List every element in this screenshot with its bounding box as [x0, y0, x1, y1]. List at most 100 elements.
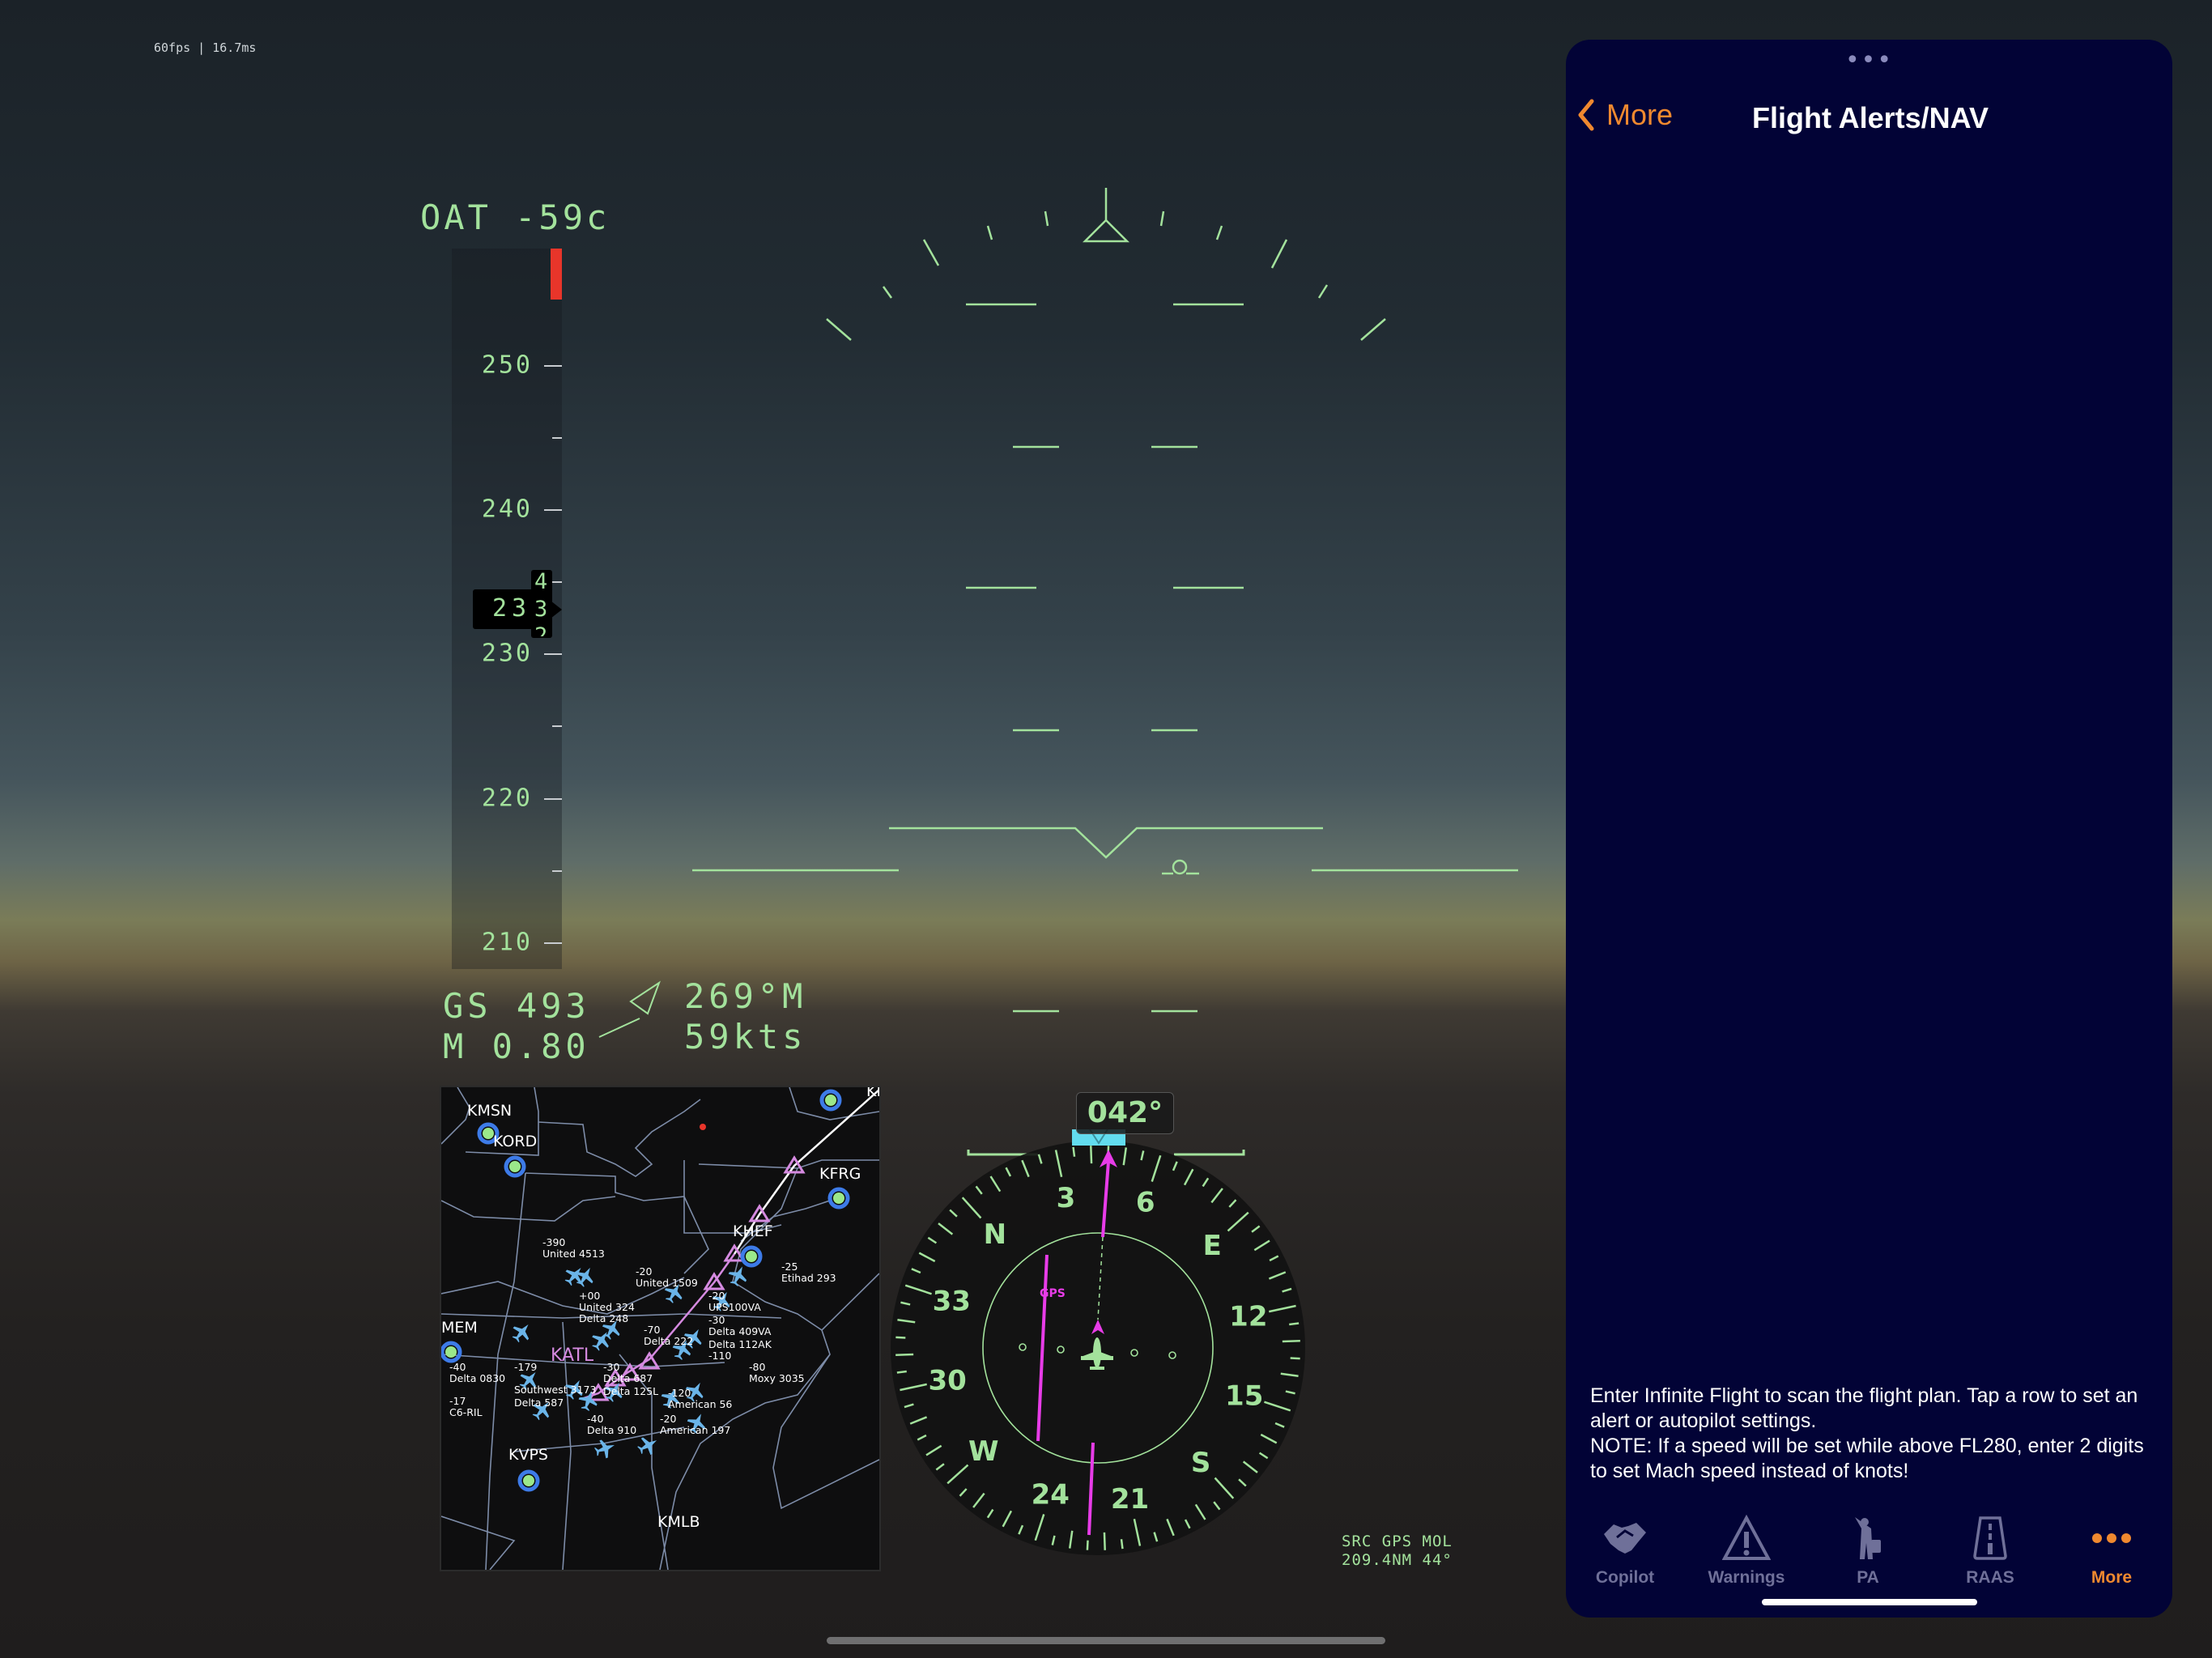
home-indicator[interactable] [827, 1637, 1385, 1644]
waypoint-icon[interactable] [604, 1368, 627, 1387]
airport-icon[interactable] [740, 1245, 763, 1268]
range-ring [982, 1232, 1214, 1464]
traffic-aircraft-icon[interactable] [661, 1279, 687, 1306]
traffic-aircraft-icon[interactable] [529, 1397, 556, 1424]
compass-label: 15 [1225, 1380, 1263, 1413]
compass-tick [946, 1464, 969, 1485]
speed-roller [531, 570, 552, 638]
waypoint-icon[interactable] [723, 1244, 746, 1262]
airport-icon[interactable] [517, 1469, 540, 1492]
current-speed-prefix: 23 [492, 594, 532, 623]
traffic-label: Etihad 293 [781, 1272, 836, 1284]
panel-grabber-icon[interactable]: ••• [1844, 46, 1894, 74]
airport-label: KMLB [657, 1513, 700, 1531]
speed-label: 230 [481, 639, 533, 668]
person-waving-icon [1855, 1517, 1881, 1559]
back-label: More [1606, 98, 1674, 131]
compass-tick [1172, 1161, 1178, 1171]
compass-tick [896, 1370, 907, 1374]
traffic-label: Delta 222 [644, 1335, 693, 1347]
waypoint-icon[interactable] [783, 1155, 806, 1174]
traffic-label: +00 [579, 1290, 600, 1302]
compass-tick [1153, 1532, 1159, 1542]
compass-tick [1213, 1501, 1221, 1511]
traffic-aircraft-icon[interactable] [576, 1388, 601, 1413]
back-button[interactable]: More [1577, 98, 1673, 132]
compass-tick [1068, 1530, 1074, 1549]
traffic-aircraft-icon[interactable] [658, 1384, 684, 1410]
tab-copilot[interactable]: Copilot [1568, 1515, 1682, 1588]
airport-icon[interactable] [477, 1122, 500, 1145]
flight-path-marker-icon [1162, 859, 1199, 875]
traffic-label: Delta 587 [514, 1397, 564, 1409]
traffic-label: Moxy 3035 [749, 1372, 805, 1384]
tab-label: RAAS [1966, 1568, 2014, 1587]
compass-tick [1103, 1532, 1106, 1550]
airport-icon[interactable] [441, 1341, 462, 1363]
moving-map[interactable]: KMSNKORDKFRGKHEFMEMKVPSKMLBKATLKI -390Un… [440, 1086, 881, 1571]
airport-label: KI [866, 1087, 879, 1100]
tab-label: More [2091, 1568, 2133, 1587]
traffic-aircraft-icon[interactable] [708, 1287, 735, 1314]
panel-home-indicator[interactable] [1762, 1599, 1977, 1605]
mach-number: M 0.80 [443, 1027, 590, 1066]
compass-tick [986, 1508, 994, 1519]
tick [544, 653, 562, 655]
to-from-arrow-icon [1091, 1320, 1104, 1334]
traffic-aircraft-icon[interactable] [635, 1432, 661, 1459]
airport-label: KHEF [733, 1222, 773, 1240]
traffic-aircraft-icon[interactable] [670, 1336, 696, 1362]
compass-tick [1037, 1154, 1043, 1164]
compass-tick [895, 1353, 914, 1356]
compass-tick [938, 1222, 954, 1235]
compass-tick [1005, 1167, 1012, 1177]
airport-icon[interactable] [504, 1155, 526, 1178]
compass-tick [1228, 1199, 1237, 1208]
traffic-label: -70 [644, 1324, 660, 1336]
tab-more[interactable]: More [2055, 1515, 2168, 1588]
compass-tick [1122, 1147, 1128, 1166]
aircraft-reference-symbol [889, 827, 1323, 859]
compass-label: S [1191, 1447, 1211, 1479]
airport-icon[interactable] [819, 1089, 842, 1112]
flight-plan-route-active [733, 1089, 879, 1255]
waypoint-icon[interactable] [587, 1383, 610, 1401]
tab-warnings[interactable]: Warnings [1690, 1515, 1803, 1588]
compass-tick [1274, 1422, 1285, 1428]
traffic-label: United 1509 [636, 1277, 698, 1289]
compass-label: 3 [1057, 1182, 1076, 1214]
tab-pa[interactable]: PA [1811, 1515, 1925, 1588]
compass-label: 6 [1136, 1186, 1155, 1218]
compass-label: 21 [1111, 1483, 1149, 1516]
traffic-label: American 56 [668, 1398, 732, 1410]
waypoint-icon[interactable] [638, 1351, 661, 1370]
traffic-aircraft-icon[interactable] [598, 1316, 625, 1342]
tab-raas[interactable]: RAAS [1933, 1515, 2047, 1588]
speed-pointer-icon [551, 601, 562, 619]
waypoint-icon[interactable] [703, 1272, 725, 1290]
airport-icon[interactable] [827, 1187, 850, 1209]
traffic-aircraft-icon[interactable] [680, 1324, 707, 1351]
traffic-aircraft-icon[interactable] [516, 1367, 543, 1394]
traffic-aircraft-icon[interactable] [572, 1263, 598, 1290]
traffic-aircraft-icon[interactable] [593, 1436, 618, 1460]
traffic-aircraft-icon[interactable] [684, 1409, 710, 1435]
traffic-aircraft-icon[interactable] [725, 1262, 751, 1288]
waypoint-icon[interactable] [619, 1363, 641, 1381]
compass-tick [935, 1463, 945, 1471]
traffic-aircraft-icon[interactable] [588, 1327, 615, 1354]
wind-direction: 269°M [684, 976, 807, 1016]
traffic-aircraft-icon[interactable] [561, 1375, 588, 1402]
compass-label: W [968, 1435, 999, 1468]
tick [552, 437, 562, 439]
fps-readout: 60fps | 16.7ms [154, 40, 257, 55]
traffic-aircraft-icon[interactable] [682, 1378, 708, 1405]
overspeed-band [551, 249, 562, 300]
traffic-aircraft-icon[interactable] [601, 1378, 627, 1405]
speed-roll-above: 4 [534, 569, 548, 594]
traffic-aircraft-icon[interactable] [508, 1319, 536, 1346]
waypoint-icon[interactable] [748, 1204, 771, 1222]
traffic-label: -30 [708, 1314, 725, 1326]
tick [544, 509, 562, 511]
